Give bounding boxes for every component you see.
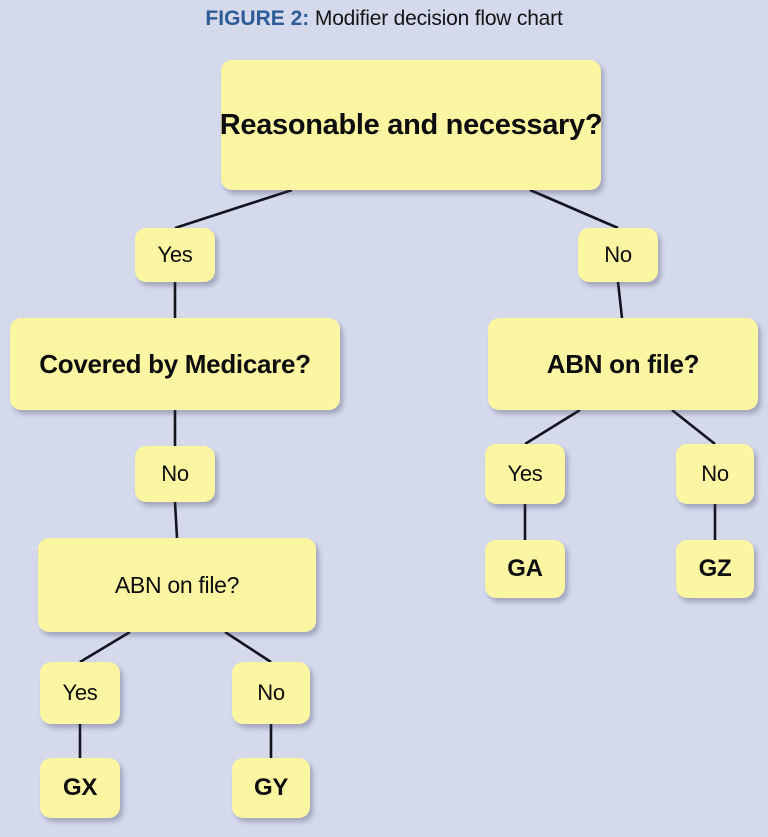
edge-abn-right-to-no-r (671, 408, 716, 446)
node-abn-on-file-left[interactable]: ABN on file? (38, 538, 316, 632)
node-label: Yes (62, 680, 98, 705)
figure-number-label: FIGURE 2: (205, 7, 310, 30)
node-modifier-ga[interactable]: GA (485, 540, 565, 598)
edge-abn-left-to-no3 (224, 630, 272, 664)
figure-title: FIGURE 2: Modifier decision flow chart (0, 6, 768, 32)
edge-root-to-yes1 (174, 188, 293, 230)
node-label: No (701, 461, 729, 486)
node-label: Reasonable and necessary? (219, 108, 603, 141)
edge-no1-to-abn-right (616, 281, 624, 319)
node-reasonable-and-necessary[interactable]: Reasonable and necessary? (219, 60, 603, 190)
node-label: ABN on file? (546, 348, 700, 379)
node-branch-no-covered[interactable]: No (135, 446, 215, 502)
node-label: GZ (698, 555, 732, 582)
node-label: Yes (507, 461, 543, 486)
edge-no2-to-abn-left (173, 501, 179, 539)
node-modifier-gy[interactable]: GY (232, 758, 310, 818)
node-branch-no-abn-right[interactable]: No (676, 444, 754, 504)
node-modifier-gz[interactable]: GZ (676, 540, 754, 598)
node-abn-on-file-right[interactable]: ABN on file? (488, 318, 758, 410)
node-branch-yes-root[interactable]: Yes (135, 228, 215, 282)
node-label: ABN on file? (114, 571, 240, 598)
edge-abn-right-to-yes-r (524, 408, 581, 446)
edge-abn-left-to-yes3 (79, 630, 131, 664)
edge-root-to-no1 (529, 188, 619, 230)
node-covered-by-medicare[interactable]: Covered by Medicare? (10, 318, 340, 410)
node-label: No (161, 461, 189, 486)
figure-caption: Modifier decision flow chart (314, 7, 563, 30)
node-label: No (604, 242, 632, 267)
node-label: GY (253, 774, 289, 801)
node-branch-yes-abn-left[interactable]: Yes (40, 662, 120, 724)
node-modifier-gx[interactable]: GX (40, 758, 120, 818)
node-branch-no-root[interactable]: No (578, 228, 658, 282)
node-branch-yes-abn-right[interactable]: Yes (485, 444, 565, 504)
node-branch-no-abn-left[interactable]: No (232, 662, 310, 724)
node-label: GA (507, 555, 543, 582)
node-label: Yes (157, 242, 193, 267)
node-label: Covered by Medicare? (39, 348, 311, 379)
node-label: GX (62, 774, 98, 801)
node-label: No (257, 680, 285, 705)
